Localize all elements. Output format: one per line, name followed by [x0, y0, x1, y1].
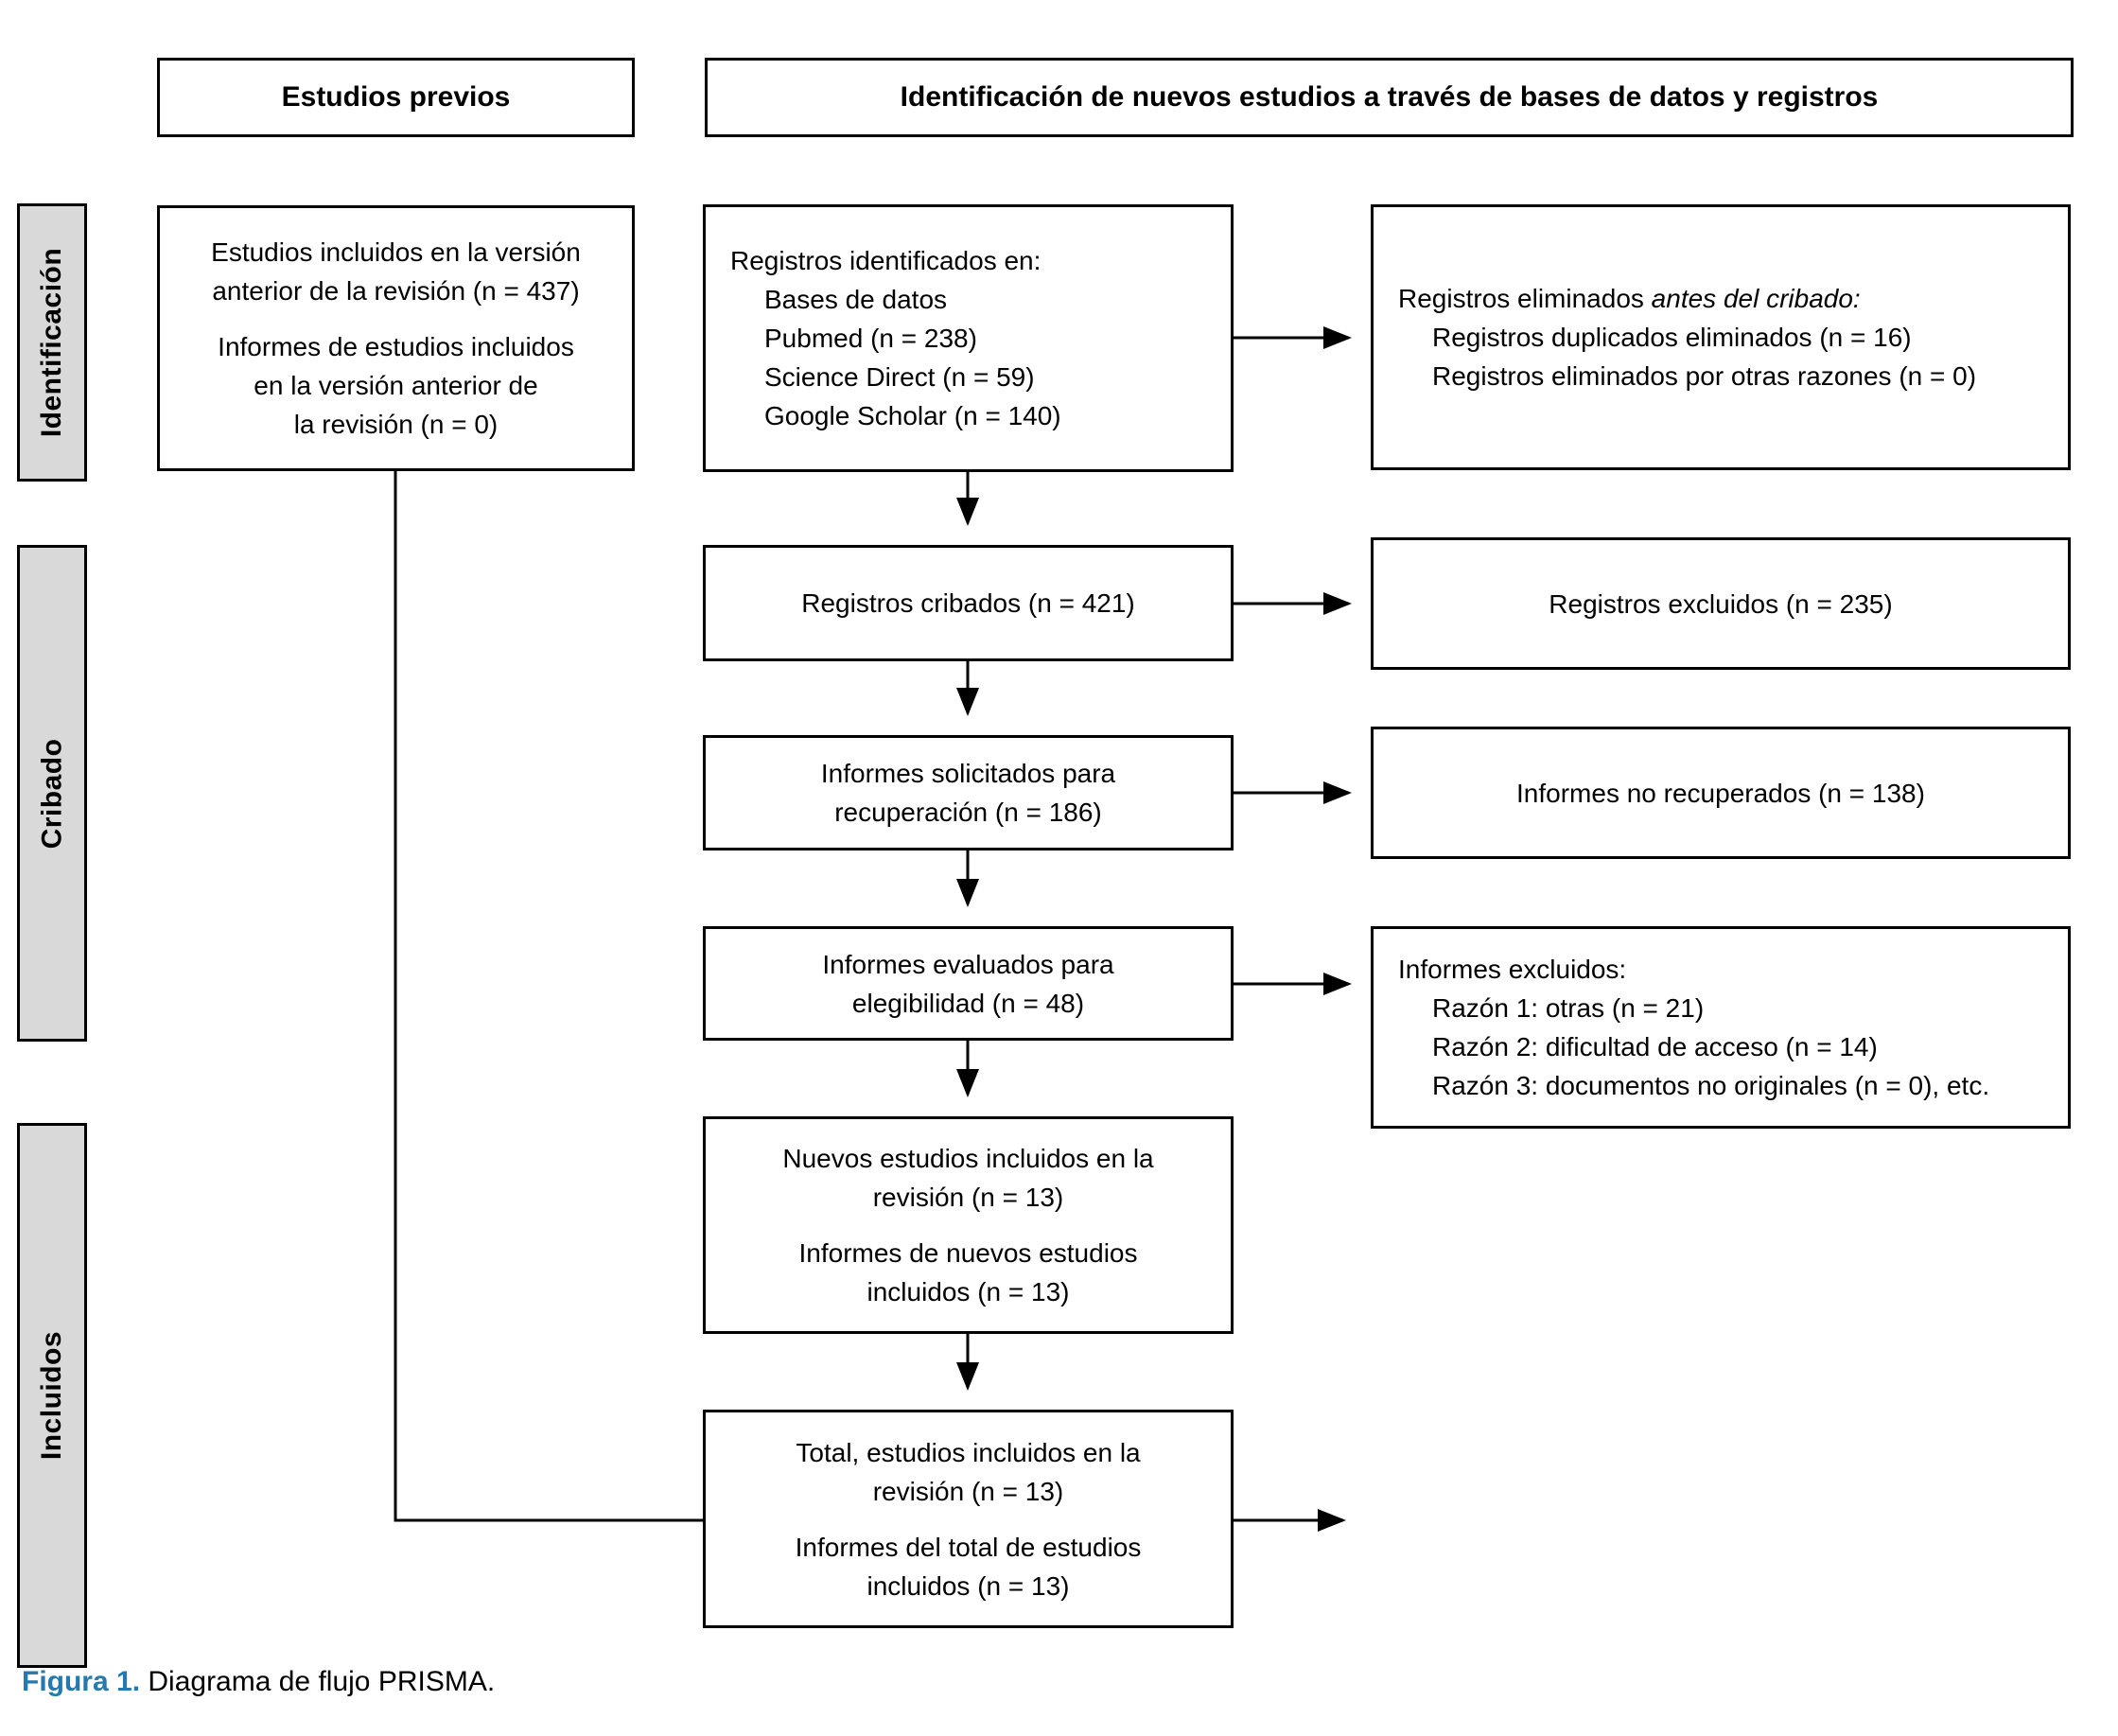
previous-included-para2: Informes de estudios incluidos en la ver…	[218, 332, 574, 439]
box-records-excluded: Registros excluidos (n = 235)	[1371, 537, 2071, 670]
reports-excluded-title: Informes excluidos:	[1398, 955, 1627, 984]
stage-identification: Identificación	[17, 203, 87, 482]
records-identified-item: Science Direct (n = 59)	[764, 362, 1035, 392]
stage-identification-label: Identificación	[36, 247, 68, 438]
figure-caption: Figura 1. Diagrama de flujo PRISMA.	[22, 1661, 495, 1703]
total-included-para1: Total, estudios incluidos en la revisión…	[796, 1437, 1141, 1506]
box-records-screened: Registros cribados (n = 421)	[703, 545, 1234, 661]
stage-included-label: Incluidos	[36, 1330, 67, 1461]
box-reports-excluded: Informes excluidos: Razón 1: otras (n = …	[1371, 926, 2071, 1129]
records-identified-title: Registros identificados en:	[730, 246, 1041, 275]
reports-excluded-item: Razón 3: documentos no originales (n = 0…	[1432, 1071, 1990, 1100]
figure-caption-label: Figura 1.	[22, 1666, 141, 1697]
box-reports-not-retrieved: Informes no recuperados (n = 138)	[1371, 727, 2071, 859]
records-identified-item: Pubmed (n = 238)	[764, 324, 977, 353]
reports-not-retrieved-text: Informes no recuperados (n = 138)	[1516, 778, 1925, 808]
box-new-studies-included: Nuevos estudios incluidos en la revisión…	[703, 1116, 1234, 1334]
stage-included: Incluidos	[17, 1123, 87, 1668]
box-previous-included: Estudios incluidos en la versión anterio…	[157, 205, 635, 471]
records-screened-text: Registros cribados (n = 421)	[801, 588, 1135, 618]
figure-caption-text: Diagrama de flujo PRISMA.	[140, 1666, 496, 1697]
box-reports-assessed: Informes evaluados para elegibilidad (n …	[703, 926, 1234, 1041]
header-new-studies-label: Identificación de nuevos estudios a trav…	[900, 81, 1879, 113]
stage-screening-label: Cribado	[36, 738, 67, 849]
stage-screening: Cribado	[17, 545, 87, 1042]
previous-included-para1: Estudios incluidos en la versión anterio…	[211, 237, 581, 306]
box-records-removed: Registros eliminados antes del cribado: …	[1371, 204, 2071, 470]
records-removed-item: Registros eliminados por otras razones (…	[1432, 361, 1977, 391]
reports-assessed-text: Informes evaluados para elegibilidad (n …	[822, 949, 1114, 1018]
new-studies-included-para1: Nuevos estudios incluidos en la revisión…	[782, 1144, 1154, 1212]
reports-sought-text: Informes solicitados para recuperación (…	[820, 759, 1116, 827]
reports-excluded-item: Razón 1: otras (n = 21)	[1432, 993, 1705, 1023]
records-excluded-text: Registros excluidos (n = 235)	[1549, 588, 1893, 619]
header-previous-studies: Estudios previos	[157, 58, 635, 137]
records-removed-item: Registros duplicados eliminados (n = 16)	[1432, 323, 1912, 352]
header-new-studies: Identificación de nuevos estudios a trav…	[705, 58, 2074, 137]
records-identified-item: Bases de datos	[764, 285, 948, 314]
header-previous-studies-label: Estudios previos	[281, 81, 511, 113]
records-removed-title-italic: antes del cribado:	[1651, 284, 1861, 313]
records-identified-item: Google Scholar (n = 140)	[764, 401, 1061, 430]
records-removed-title: Registros eliminados antes del cribado:	[1398, 279, 1861, 318]
records-removed-title-regular: Registros eliminados	[1398, 284, 1652, 313]
box-total-included: Total, estudios incluidos en la revisión…	[703, 1410, 1234, 1628]
reports-excluded-item: Razón 2: dificultad de acceso (n = 14)	[1432, 1032, 1878, 1061]
total-included-para2: Informes del total de estudios incluidos…	[795, 1532, 1142, 1601]
new-studies-included-para2: Informes de nuevos estudios incluidos (n…	[798, 1238, 1138, 1306]
box-reports-sought: Informes solicitados para recuperación (…	[703, 735, 1234, 850]
box-records-identified: Registros identificados en: Bases de dat…	[703, 204, 1234, 472]
